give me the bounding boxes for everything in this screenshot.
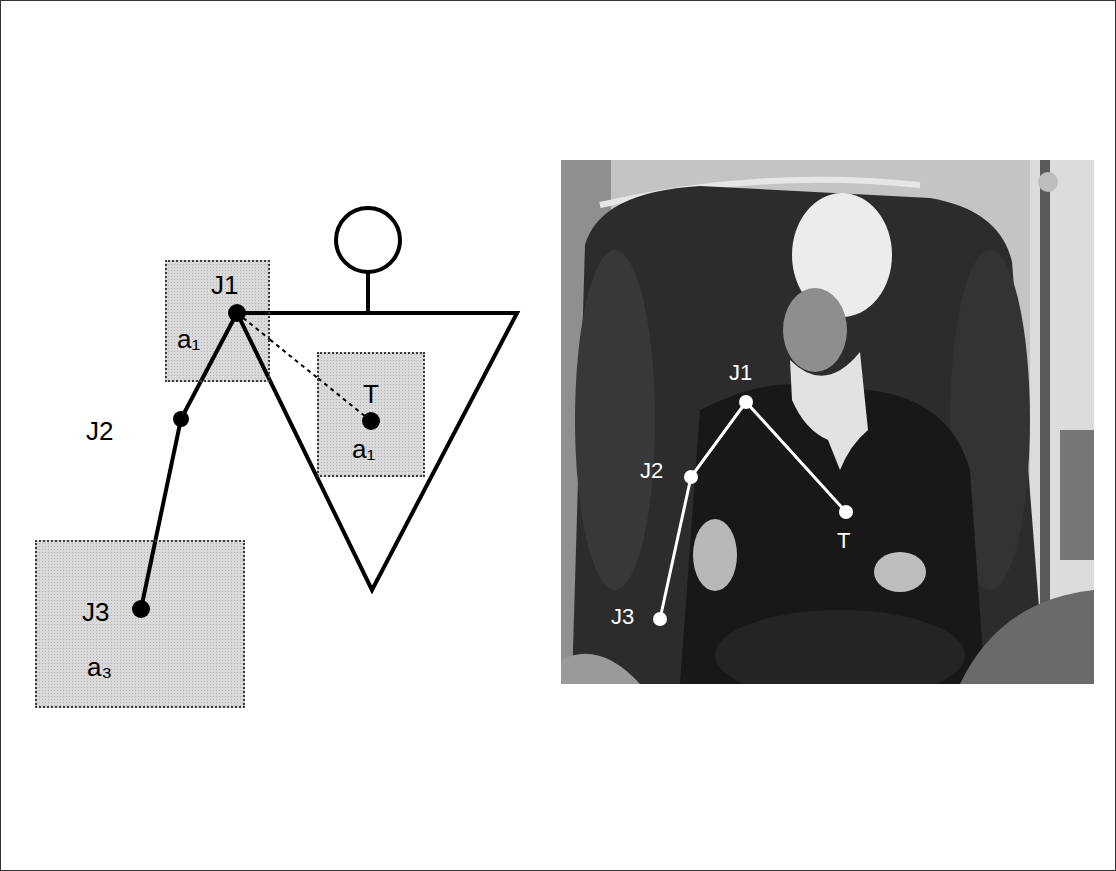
region-label: a₃ [87,654,112,680]
joint-label: J3 [611,606,634,628]
keypoint-region: Ta₁ [317,352,425,477]
patient-photo [561,160,1094,684]
region-fill [165,260,270,382]
skeleton-link [156,382,201,540]
joint-label: J3 [82,599,109,625]
joint-dot [362,412,380,430]
joint-label: T [837,530,850,552]
keypoint-region: J1 a₁ [165,260,270,382]
skeleton-stub [141,540,156,609]
skeleton-stub [201,313,237,382]
joint-dot [173,411,189,427]
joint-label: J1 [729,362,752,384]
joint-dot [132,600,150,618]
skeleton-link [270,340,317,378]
joint-label: T [363,381,379,407]
region-fill [317,352,425,477]
keypoint-region: J3 a₃ [35,540,245,708]
joint-label: J1 [211,272,238,298]
region-fill [35,540,245,708]
torso-triangle [237,313,517,590]
joint-dot [228,304,246,322]
neck-line [366,272,370,313]
joint-label: J2 [86,418,113,444]
joint-label: J2 [640,460,663,482]
head-circle [336,208,400,272]
region-label: a₁ [352,436,375,462]
skeleton-stub [317,377,371,421]
region-label: a₁ [177,326,200,352]
